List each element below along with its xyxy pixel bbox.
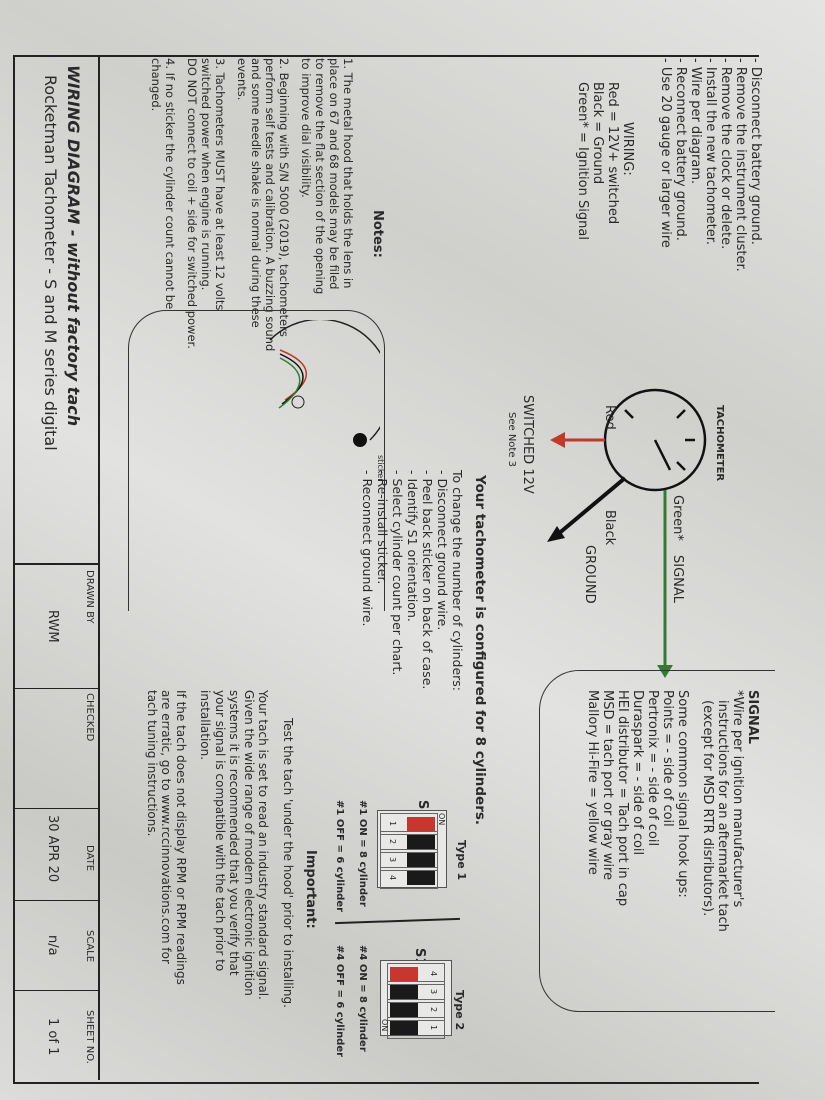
type2-on-rule: #4 ON = 8 cylinder [357,945,368,1052]
switched-label: SWITCHED 12V [520,395,535,494]
type1-on-rule: #1 ON = 8 cylinder [357,800,368,907]
note-4: 4. If no sticker the cylinder count cann… [149,58,177,310]
sheet-value: 1 of 1 [45,1018,60,1056]
switch-3[interactable] [390,985,418,999]
wiring-legend: WIRING: Red = 12V+ switched Black = Grou… [575,82,635,240]
drawn-by-value: RWM [45,610,60,643]
see-note-label: See Note 3 [506,412,517,468]
scale-label: SCALE [84,930,95,963]
switch-4[interactable] [407,871,435,885]
tick-mark [676,409,686,419]
date-value: 30 APR 20 [45,815,60,883]
notes-title: Notes: [370,210,385,258]
needle [653,439,672,471]
sheet-label: SHEET NO. [84,1010,95,1064]
tick-mark [624,409,634,419]
config-headline: Your tachometer is configured for 8 cyli… [472,475,488,826]
dip-switch-type1: ON 1 2 3 4 [377,810,447,889]
wiring-line: Red = 12V+ switched [605,82,620,225]
wiring-line: Green* = Ignition Signal [575,82,590,240]
wiring-title: WIRING: [620,122,635,176]
note-2: 2. Beginning with S/N 5000 (2019), tacho… [235,58,291,352]
black-wire [555,476,627,537]
step: - Reconnect battery ground. [673,58,688,241]
type1-off-rule: #1 OFF = 6 cylinder [334,800,345,913]
type2-off-rule: #4 OFF = 6 cylinder [334,945,345,1058]
scale-value: n/a [45,935,60,956]
switch-1[interactable] [407,817,435,831]
title-block-top-rule [98,55,100,1080]
signal-info: SIGNAL *Wire per ignition manufacturer's… [585,690,760,932]
ground-label: GROUND [582,545,597,604]
config-steps: To change the number of cylinders: - Dis… [360,470,465,692]
dip-switch-type2: 4 3 2 1 ON [380,960,452,1039]
wiring-line: Black = Ground [590,82,605,185]
switch-3[interactable] [407,853,435,867]
notes-list: 1. The metal hood that holds the lens in… [149,58,355,351]
step: - Disconnect battery ground. [748,58,763,245]
step: - Use 20 gauge or larger wire [658,58,673,248]
switch-1[interactable] [390,1021,418,1035]
tachometer-diagram [547,388,707,678]
type2-title: Type 2 [453,990,466,1031]
step: - Install the new tachometer. [703,58,718,246]
install-steps: - Disconnect battery ground. - Remove th… [658,58,763,272]
green-label: Green* [670,495,685,541]
diagram-subtitle: Rocketman Tachometer - S and M series di… [41,75,60,451]
checked-label: CHECKED [84,693,95,742]
date-label: DATE [84,845,95,872]
black-arrow-head [547,526,565,542]
switch-2[interactable] [407,835,435,849]
step: - Remove the instrument cluster. [733,58,748,272]
drawn-by-label: DRAWN BY [84,570,95,624]
step: - Wire per diagram. [688,58,703,185]
note-3: 3. Tachometers MUST have at least 12 vol… [185,58,227,349]
red-arrow-head [550,432,565,448]
important-title: Important: [303,850,318,929]
tick-mark [676,461,686,471]
tach-back-illustration [269,320,380,447]
black-label: Black [602,510,617,546]
tachometer-label: TACHOMETER [714,405,725,482]
important-text: Test the tach 'under the hood' prior to … [145,690,295,1008]
type1-title: Type 1 [455,840,468,881]
step: - Remove the clock or delete. [718,58,733,250]
switch-2[interactable] [390,1003,418,1017]
red-label: Red [602,405,617,430]
note-1: 1. The metal hood that holds the lens in… [299,58,355,295]
signal-label: SIGNAL [670,555,685,604]
signal-title: SIGNAL [745,690,760,745]
green-arrow-head [657,665,673,678]
switch-4[interactable] [390,967,418,981]
diagram-title: WIRING DIAGRAM - without factory tach [64,65,83,427]
